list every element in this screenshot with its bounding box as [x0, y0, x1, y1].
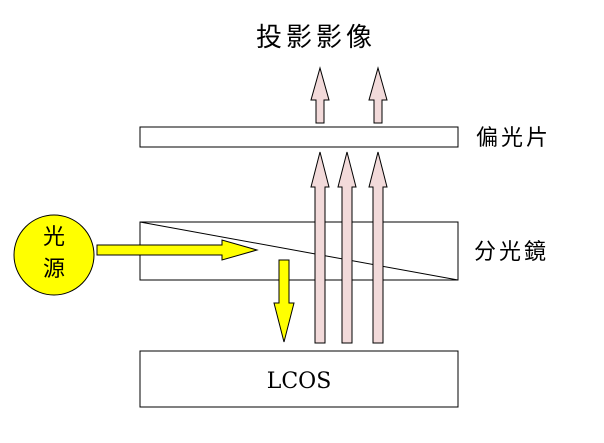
light-source-label-line2: 源 [43, 257, 65, 282]
lcos-label: LCOS [267, 369, 332, 394]
polarizer-plate [139, 126, 459, 148]
beam-splitter-label: 分光鏡 [474, 240, 549, 265]
lcos-panel [139, 350, 459, 408]
diagram-title: 投影影像 [256, 23, 376, 53]
output-arrow-left [310, 66, 330, 124]
reflected-arrow-1 [310, 151, 330, 344]
reflected-arrow-3 [368, 151, 388, 344]
light-source [13, 214, 95, 296]
polarizer-label: 偏光片 [476, 126, 551, 151]
downward-light-arrow [273, 259, 295, 343]
reflected-arrow-2 [337, 151, 357, 344]
light-source-label-line1: 光 [43, 225, 65, 250]
output-arrow-right [368, 66, 388, 124]
beam-splitter-diagonal [139, 221, 459, 281]
incident-light-arrow [96, 239, 259, 261]
